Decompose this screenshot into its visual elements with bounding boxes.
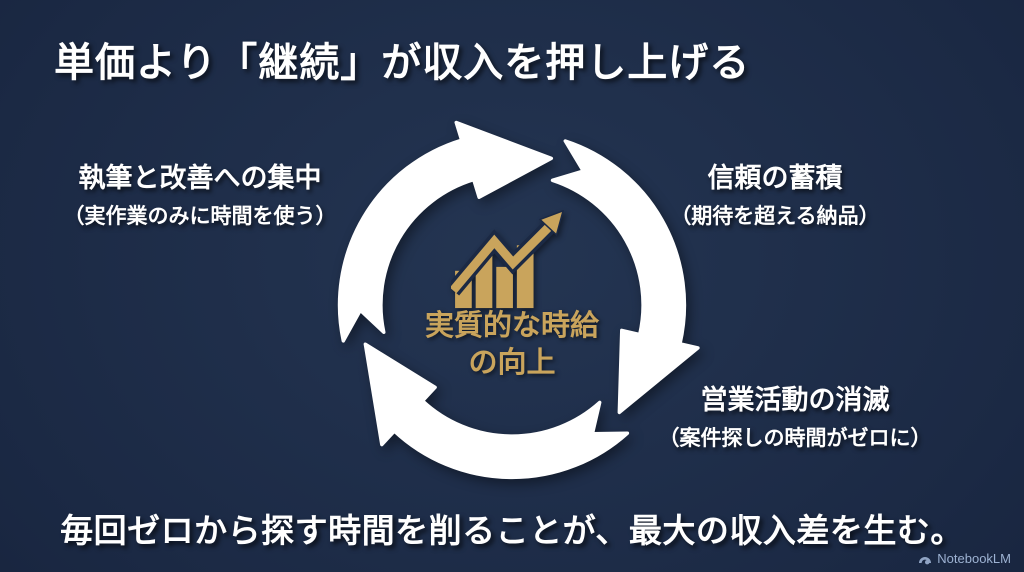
cycle-center-line2: の向上 [468, 347, 556, 380]
node-sublabel: （実作業のみに時間を使う） [63, 205, 337, 228]
footer-statement: 毎回ゼロから探す時間を削ることが、最大の収入差を生む。 [60, 512, 964, 549]
node-label: 営業活動の消滅 [700, 385, 890, 415]
watermark-label: NotebookLM [937, 551, 1011, 566]
cycle-node-focus: 執筆と改善への集中 （実作業のみに時間を使う） [38, 156, 362, 230]
notebooklm-logo-icon [919, 556, 932, 564]
node-label: 信頼の蓄積 [707, 163, 843, 193]
cycle-center-label: 実質的な時給 の向上 [362, 308, 662, 382]
node-sublabel: （案件探しの時間がゼロに） [658, 427, 932, 450]
node-label: 執筆と改善への集中 [78, 163, 322, 193]
growth-chart-icon [451, 210, 565, 309]
node-sublabel: （期待を超える納品） [670, 205, 880, 228]
cycle-center-line1: 実質的な時給 [424, 310, 599, 342]
slide-title: 単価より「継続」が収入を押し上げる [54, 41, 751, 85]
cycle-node-sales: 営業活動の消滅 （案件探しの時間がゼロに） [627, 378, 963, 452]
cycle-node-trust: 信頼の蓄積 （期待を超える納品） [622, 156, 928, 230]
watermark: NotebookLM [918, 551, 1011, 566]
